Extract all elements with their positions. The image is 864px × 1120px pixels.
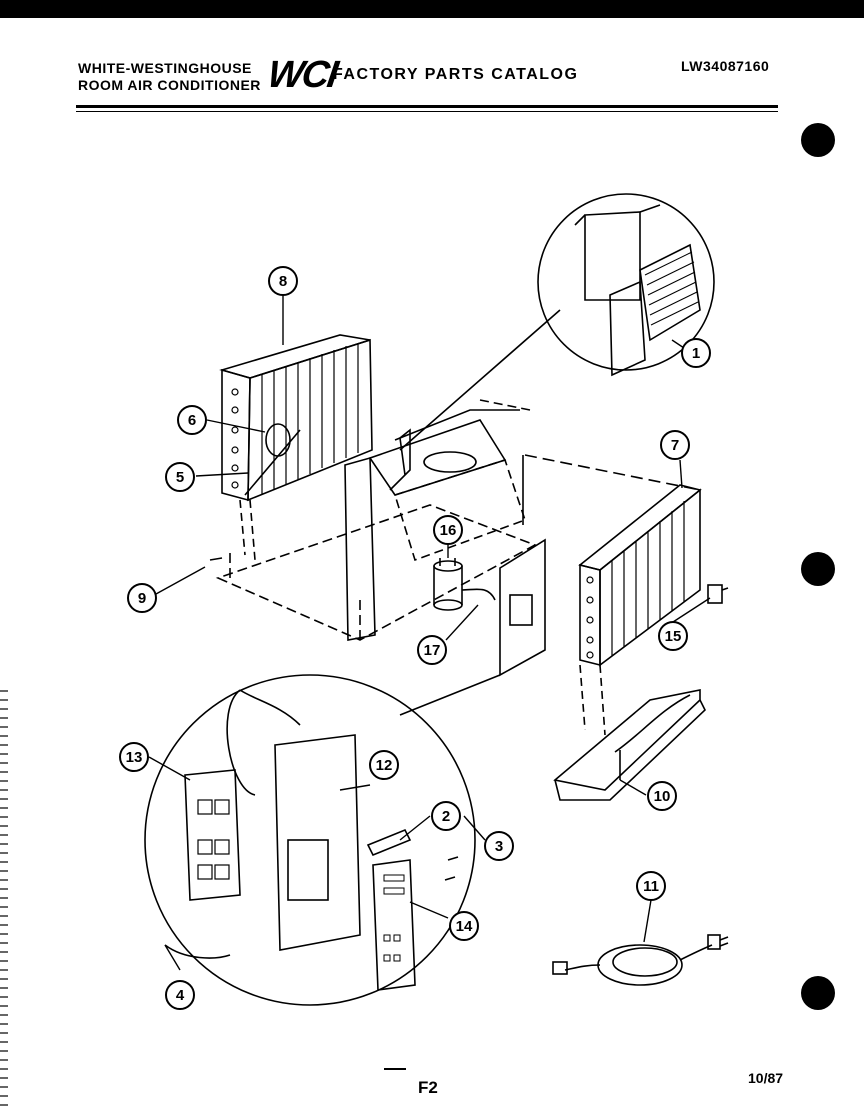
brand-line-1: WHITE-WESTINGHOUSE	[78, 60, 252, 76]
thermostat-part	[707, 584, 729, 604]
partition	[344, 399, 701, 641]
brand-line-2: ROOM AIR CONDITIONER	[78, 77, 261, 93]
callout-1: 1	[681, 338, 711, 368]
callout-circle-icon	[119, 742, 149, 772]
callout-3: 3	[484, 831, 514, 861]
chassis-base	[215, 504, 537, 641]
callout-number: 8	[279, 273, 287, 290]
condenser-coil	[219, 334, 373, 561]
top-border-bar	[0, 0, 864, 18]
inset-grille	[399, 193, 715, 451]
power-cord	[552, 934, 729, 986]
punch-hole-icon	[801, 552, 835, 586]
punch-hole-icon	[801, 976, 835, 1010]
page-label: F2	[418, 1078, 438, 1097]
callout-number: 17	[424, 642, 441, 659]
callout-number: 12	[376, 757, 393, 774]
callout-2: 2	[431, 801, 461, 831]
drain-pan	[553, 689, 706, 801]
callout-number: 9	[138, 590, 146, 607]
model-number: LW34087160	[681, 58, 770, 74]
callout-8: 8	[268, 266, 298, 296]
callout-circle-icon	[433, 515, 463, 545]
callout-9: 9	[127, 583, 157, 613]
callout-number: 7	[671, 437, 679, 454]
revision-date: 10/87	[748, 1070, 784, 1086]
callout-number: 16	[440, 522, 457, 539]
callout-circle-icon	[647, 781, 677, 811]
capacitor	[433, 558, 496, 611]
callout-circle-icon	[127, 583, 157, 613]
header-rule	[76, 105, 778, 108]
inset-controls	[144, 674, 476, 1006]
callout-number: 15	[665, 628, 682, 645]
callout-13: 13	[119, 742, 149, 772]
callout-number: 11	[643, 878, 659, 895]
callout-11: 11	[636, 871, 666, 901]
callout-number: 13	[126, 749, 143, 766]
callout-16: 16	[433, 515, 463, 545]
callout-17: 17	[417, 635, 447, 665]
evaporator-coil	[578, 484, 702, 736]
callout-number: 1	[692, 345, 700, 362]
callout-14: 14	[449, 911, 479, 941]
control-box	[399, 538, 546, 716]
callout-circle-icon	[484, 831, 514, 861]
callout-circle-icon	[268, 266, 298, 296]
callout-6: 6	[177, 405, 207, 435]
callout-number: 2	[442, 808, 450, 825]
screw-part	[209, 557, 223, 561]
callout-4: 4	[165, 980, 195, 1010]
callout-number: 10	[654, 788, 671, 805]
callout-circle-icon	[165, 980, 195, 1010]
callout-circle-icon	[431, 801, 461, 831]
callout-circle-icon	[681, 338, 711, 368]
punch-hole-icon	[801, 123, 835, 157]
callout-circle-icon	[177, 405, 207, 435]
callout-number: 3	[495, 838, 503, 855]
callout-circle-icon	[165, 462, 195, 492]
catalog-title: FACTORY PARTS CATALOG	[333, 66, 579, 83]
callout-15: 15	[658, 621, 688, 651]
callout-circle-icon	[658, 621, 688, 651]
callout-number: 6	[188, 412, 196, 429]
callout-7: 7	[660, 430, 690, 460]
callout-number: 5	[176, 469, 184, 486]
callout-number: 14	[456, 918, 473, 935]
scan-edge-marks	[0, 690, 8, 1110]
callout-circle-icon	[417, 635, 447, 665]
page-dash	[384, 1068, 406, 1070]
callout-10: 10	[647, 781, 677, 811]
callout-12: 12	[369, 750, 399, 780]
callout-circle-icon	[449, 911, 479, 941]
leader-lines	[148, 295, 711, 971]
callout-circle-icon	[660, 430, 690, 460]
callout-circle-icon	[369, 750, 399, 780]
callout-number: 4	[176, 987, 185, 1004]
callout-5: 5	[165, 462, 195, 492]
header-rule-thin	[76, 111, 778, 112]
callout-circle-icon	[636, 871, 666, 901]
